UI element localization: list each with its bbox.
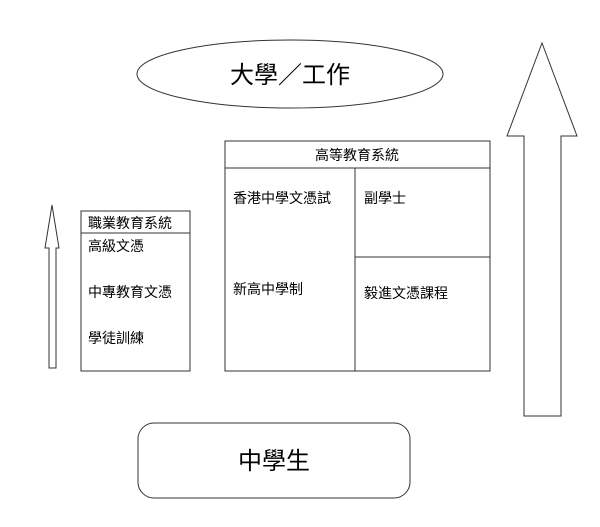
vocational-title: 職業教育系統 xyxy=(88,216,172,232)
large-up-arrow xyxy=(506,41,578,417)
vocational-item: 高級文憑 xyxy=(88,238,144,255)
vocational-education-box: 職業教育系統 高級文憑 中專教育文憑 學徒訓練 xyxy=(80,210,191,372)
small-up-arrow xyxy=(44,204,60,369)
secondary-student-box: 中學生 xyxy=(137,422,411,499)
yi-jin-label: 毅進文憑課程 xyxy=(364,285,448,302)
university-work-ellipse: 大學／工作 xyxy=(136,39,444,109)
higher-education-box: 高等教育系統 香港中學文憑試 新高中學制 副學士 毅進文憑課程 xyxy=(224,140,491,372)
associate-degree-label: 副學士 xyxy=(364,191,406,207)
university-work-label: 大學／工作 xyxy=(230,61,350,89)
higher-title: 高等教育系統 xyxy=(315,147,399,164)
vocational-item: 學徒訓練 xyxy=(88,331,144,347)
nss-label: 新高中學制 xyxy=(233,281,303,298)
secondary-student-label: 中學生 xyxy=(238,447,310,475)
vocational-item: 中專教育文憑 xyxy=(88,285,172,301)
hkdse-label: 香港中學文憑試 xyxy=(233,191,331,207)
